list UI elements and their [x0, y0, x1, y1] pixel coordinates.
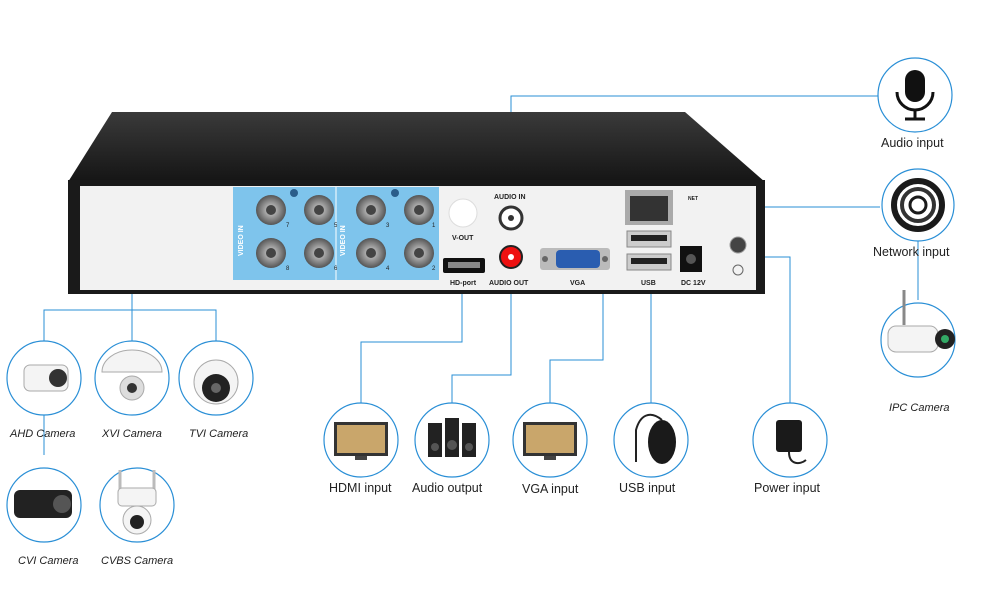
bnc-number-4: 4 [386, 266, 390, 272]
cvi-bullet-camera-icon [14, 490, 72, 518]
network-input-label: Network input [873, 245, 950, 259]
usb-label: USB [641, 280, 656, 287]
tvi-dome-camera-icon [193, 359, 239, 405]
audio-out-label: AUDIO OUT [489, 280, 529, 287]
v-out-port [448, 198, 478, 228]
bnc-number-6: 6 [334, 266, 338, 272]
monitor-icon [334, 422, 388, 460]
hd-port-label: HD-port [450, 280, 477, 287]
bnc-number-1: 1 [432, 223, 436, 229]
v-out-label: V-OUT [452, 235, 474, 242]
cvbs-camera-label: CVBS Camera [101, 555, 174, 567]
video-in-label-right: VIDEO IN [340, 225, 347, 256]
network-cable-icon [891, 178, 945, 232]
dc-label: DC 12V [681, 280, 706, 287]
speakers-icon [428, 418, 476, 457]
ipc-camera-icon [887, 290, 955, 353]
bullet-camera-icon [23, 364, 69, 392]
line-audio-out [451, 265, 512, 403]
power-adapter-icon [776, 420, 807, 465]
dvr-device [68, 112, 765, 294]
audio-input-label: Audio input [881, 136, 944, 150]
xvi-camera-label: XVI Camera [102, 428, 162, 440]
ptz-camera-icon [117, 470, 157, 535]
bnc-number-8: 8 [286, 266, 290, 272]
ipc-camera-label: IPC Camera [889, 402, 950, 414]
ground-screw [729, 236, 747, 254]
bnc-number-5: 5 [334, 223, 338, 229]
vga-label: VGA [570, 280, 586, 287]
line-cameras-bar [43, 309, 217, 345]
dome-camera-icon [101, 349, 163, 401]
vga-monitor-icon [523, 422, 577, 460]
line-hdmi [360, 280, 463, 403]
usb-input-label: USB input [619, 481, 676, 495]
power-input-label: Power input [754, 481, 821, 495]
ahd-camera-label: AHD Camera [10, 428, 76, 440]
microphone-icon [895, 70, 935, 121]
hdmi-input-label: HDMI input [329, 481, 392, 495]
vga-input-label: VGA input [522, 482, 579, 496]
bnc-number-2: 2 [432, 266, 436, 272]
cvi-camera-label: CVI Camera [18, 555, 79, 567]
audio-output-label: Audio output [412, 481, 483, 495]
net-label: NET [688, 196, 698, 202]
bnc-number-3: 3 [386, 223, 390, 229]
tvi-camera-label: TVI Camera [189, 428, 249, 440]
mouse-icon [635, 413, 676, 464]
line-vga [549, 260, 604, 403]
bnc-connectors [256, 189, 434, 268]
dvr-top [68, 112, 765, 182]
bnc-number-7: 7 [286, 223, 290, 229]
audio-in-label: AUDIO IN [494, 194, 526, 201]
video-in-label-left: VIDEO IN [238, 225, 245, 256]
